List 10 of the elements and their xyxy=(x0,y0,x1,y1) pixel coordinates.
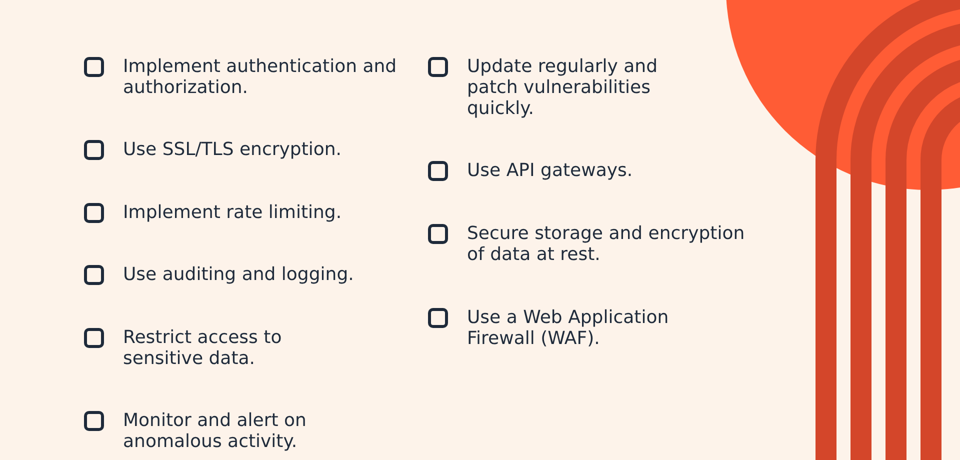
checklist-item-text: Implement rate limiting. xyxy=(123,202,343,223)
checklist-item-text: Restrict access to sensitive data. xyxy=(123,327,283,369)
checklist-item-text: Use a Web Application Firewall (WAF). xyxy=(467,307,670,349)
checklist-item-text: Use SSL/TLS encryption. xyxy=(123,139,343,160)
checklist-item-text: Update regularly and patch vulnerabilities quickly. xyxy=(467,56,658,119)
checklist-item-text: Use auditing and logging. xyxy=(123,264,355,285)
checklist-item-text: Secure storage and encryption of data at rest. xyxy=(467,223,746,265)
checklist-item-text: Implement authentication and authorization. xyxy=(123,56,398,98)
checklist-item-text: Use API gateways. xyxy=(467,160,634,181)
checklist-item-text: Monitor and alert on anomalous activity. xyxy=(123,410,308,452)
